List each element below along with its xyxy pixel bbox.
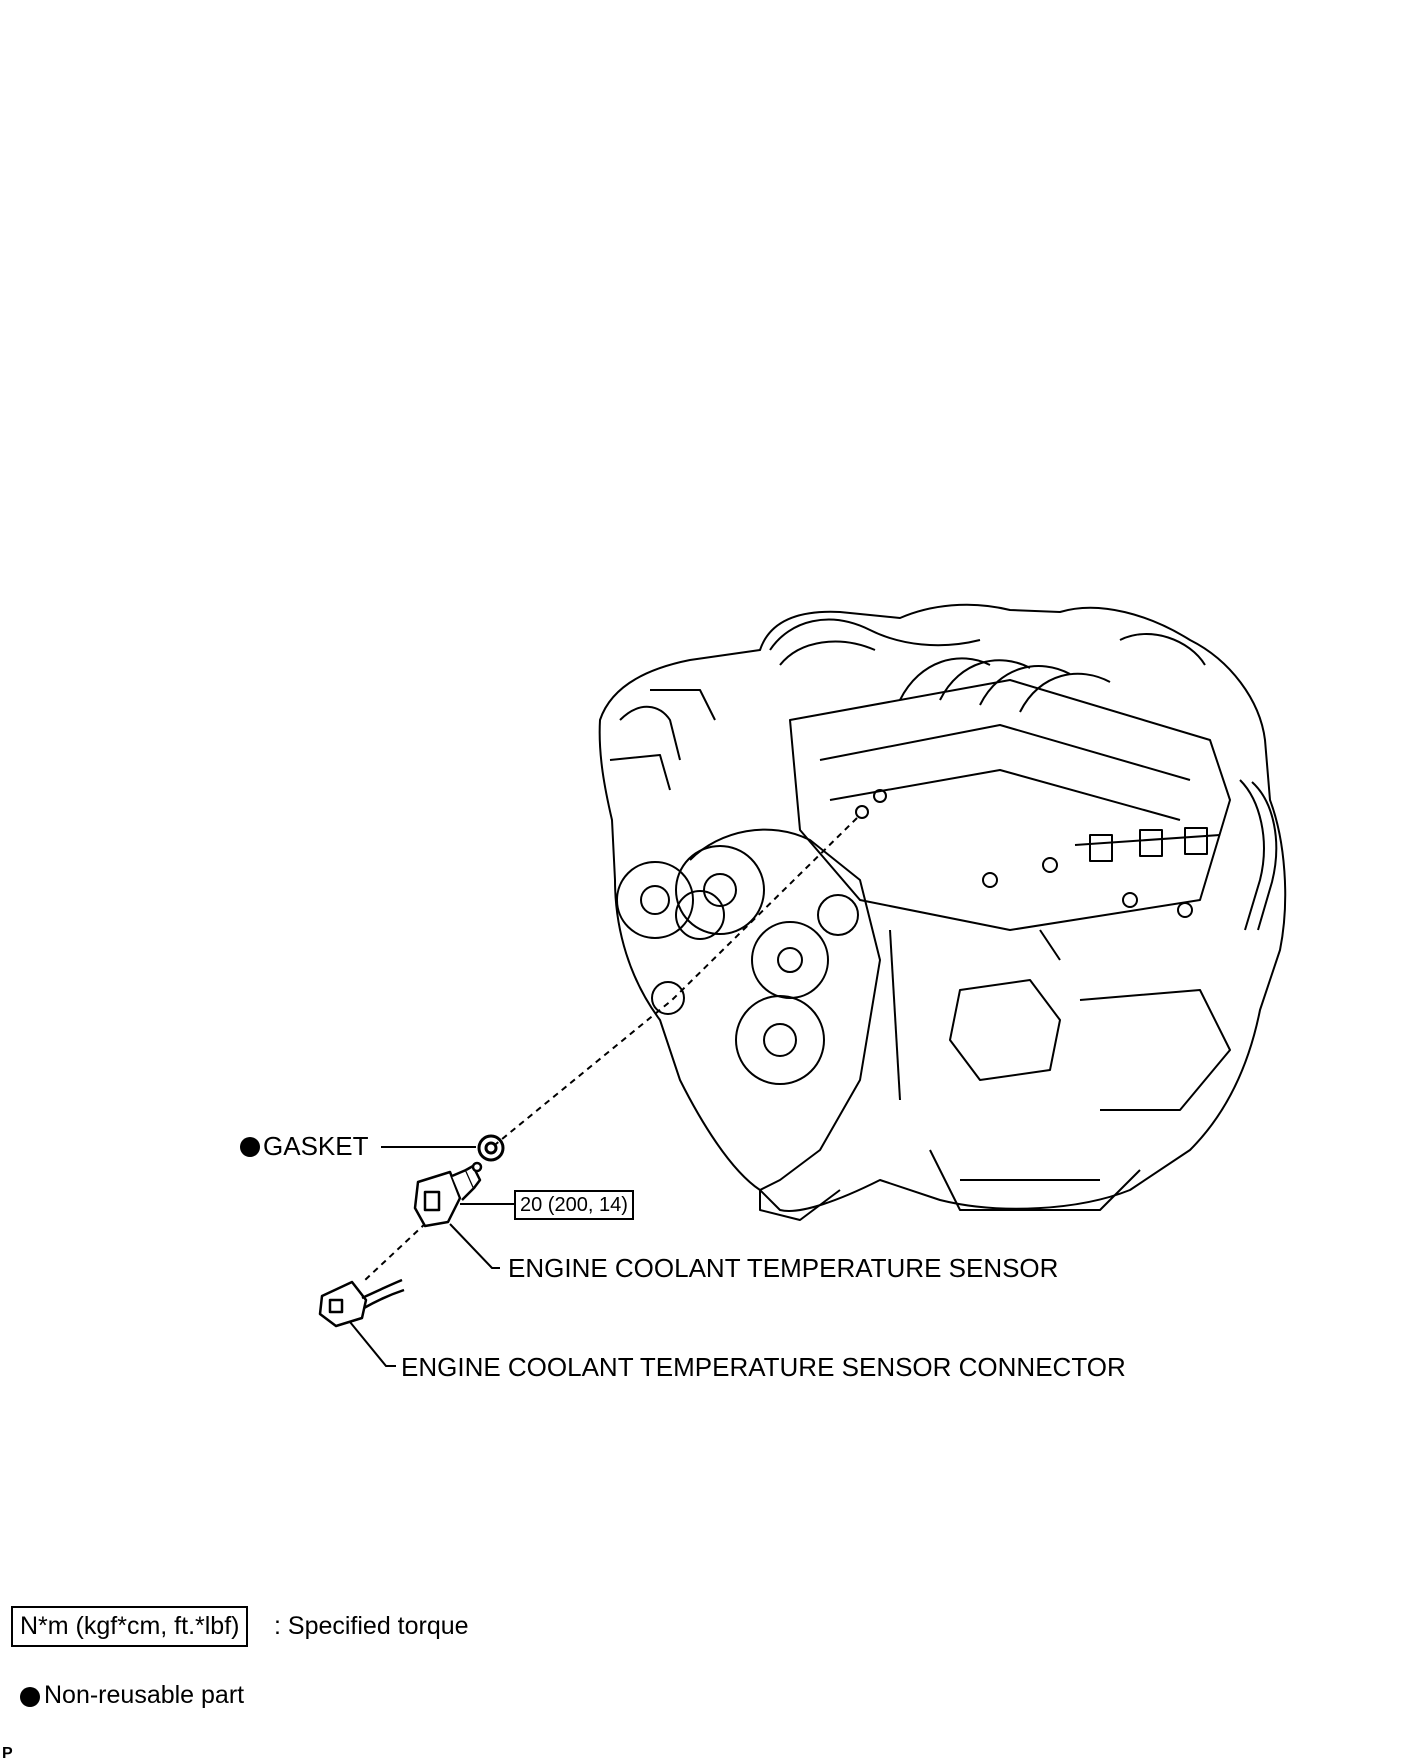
torque-unit-box: N*m (kgf*cm, ft.*lbf): [11, 1606, 249, 1647]
nonreusable-legend-text: Non-reusable part: [44, 1681, 245, 1709]
engine-assembly: [598, 603, 1287, 1221]
nonreusable-legend-dot: [20, 1687, 40, 1707]
sensor-connector-part: [318, 1278, 405, 1328]
corner-mark: P: [2, 1745, 13, 1762]
connector-leader-line: [349, 1321, 396, 1367]
connector-label: ENGINE COOLANT TEMPERATURE SENSOR CONNEC…: [401, 1352, 1126, 1382]
gasket-nonreusable-dot: [240, 1137, 260, 1157]
install-path-dashed: [364, 817, 858, 1281]
coolant-temperature-sensor-part: [413, 1161, 483, 1228]
sensor-leader-line: [449, 1223, 500, 1269]
torque-value-box: 20 (200, 14): [514, 1190, 634, 1220]
gasket-part: [477, 1134, 505, 1162]
sensor-label: ENGINE COOLANT TEMPERATURE SENSOR: [508, 1253, 1059, 1283]
torque-legend-text: : Specified torque: [274, 1612, 469, 1640]
gasket-label: GASKET: [263, 1131, 369, 1161]
